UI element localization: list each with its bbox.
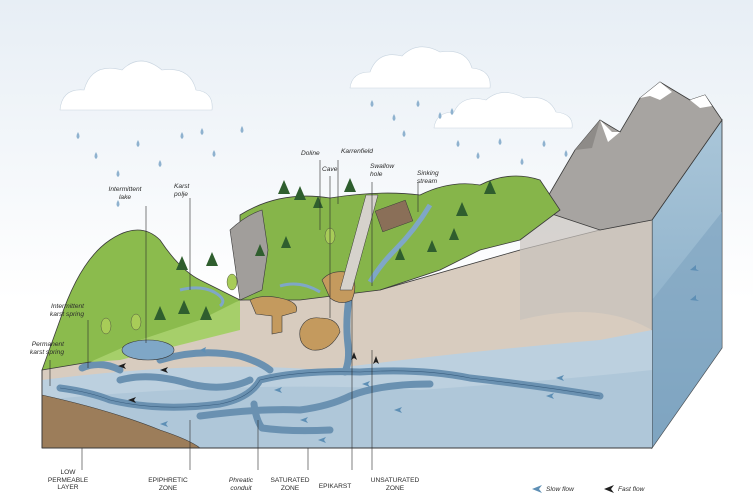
sinking-stream-water <box>367 203 433 284</box>
legend-fast-flow: Fast flow <box>618 486 645 493</box>
trees <box>154 178 496 320</box>
label-karst-polje: Karst polje <box>174 183 190 198</box>
label-low-permeable-layer: LOW PERMEABLE LAYER <box>47 469 89 491</box>
label-intermittent-karst-spring: Intermittent karst spring <box>49 303 84 318</box>
label-saturated-zone: SATURATED ZONE <box>270 477 310 492</box>
label-sinking-stream: Sinking stream <box>417 170 439 185</box>
rain-drops <box>76 100 568 207</box>
cloud-left <box>59 60 213 111</box>
label-cave: Cave <box>322 166 338 173</box>
label-permanent-karst-spring: Permanent karst spring <box>29 341 64 356</box>
label-swallow-hole: Swallow hole <box>370 163 395 178</box>
karrenfield <box>339 194 379 291</box>
deciduous-trees <box>100 227 336 335</box>
label-epiphretic-zone: EPIPHRETIC ZONE <box>148 477 188 492</box>
legend-slow-flow: Slow flow <box>546 486 574 493</box>
label-epikarst: EPIKARST <box>318 483 352 490</box>
leader-lines <box>49 160 419 470</box>
label-doline: Doline <box>301 150 320 157</box>
fast-flow-legend-icon <box>604 485 614 493</box>
karrenfield-blocks <box>374 199 414 233</box>
slow-flow-arrows <box>160 265 699 443</box>
cliff-face <box>229 209 269 301</box>
cloud-center <box>349 46 491 89</box>
label-intermittent-lake: Intermittent lake <box>108 186 142 201</box>
slow-flow-legend-icon <box>532 485 542 493</box>
mountain-range <box>539 81 723 231</box>
fast-flow-arrows <box>118 352 379 403</box>
label-phreatic-conduit: Phreatic conduit <box>228 477 254 492</box>
left-hill <box>41 229 241 371</box>
intermittent-lake-water <box>121 339 175 361</box>
label-unsaturated-zone: UNSATURATED ZONE <box>370 477 420 492</box>
label-karrenfield: Karrenfield <box>341 148 373 155</box>
low-permeable-layer <box>41 394 201 449</box>
